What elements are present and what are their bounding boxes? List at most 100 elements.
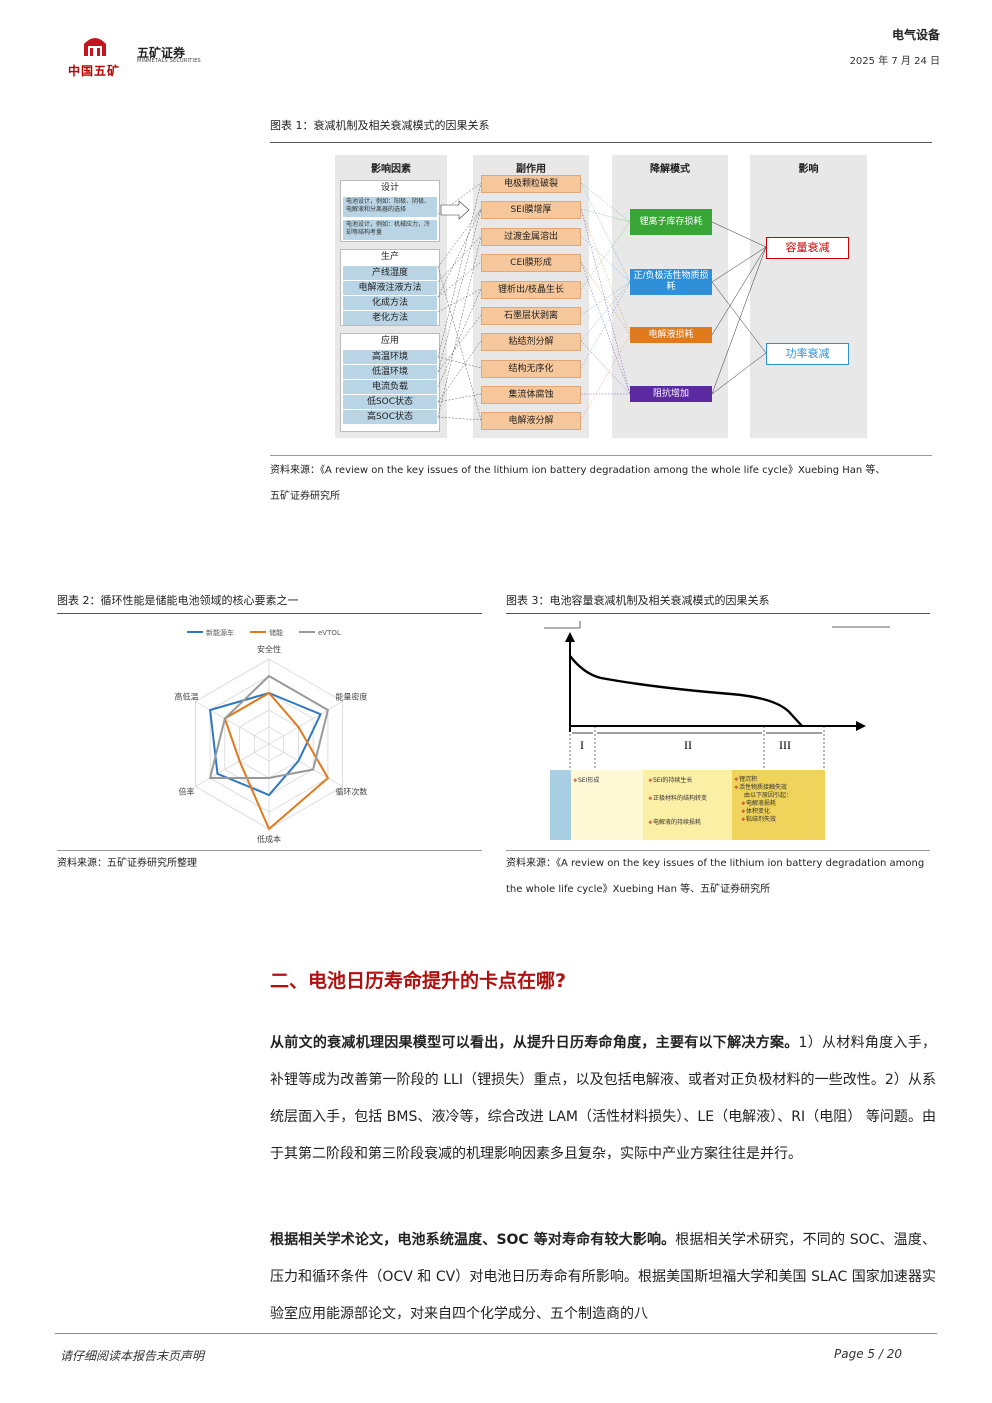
radar-series-2 xyxy=(208,674,330,779)
side-effect-10: 电解液分解 xyxy=(481,412,581,430)
mode-lli: 锂离子库存损耗 xyxy=(630,209,712,235)
radar-series-0 xyxy=(209,691,322,797)
stage3-item-5: 体积变化 xyxy=(746,807,770,815)
side-effect-7: 粘结剂分解 xyxy=(481,333,581,351)
radar-series-1 xyxy=(223,691,330,831)
factor-application-1: 高温环境 xyxy=(343,350,437,364)
factor-application-5: 高SOC状态 xyxy=(343,410,437,424)
stage-1-label: I xyxy=(580,738,584,752)
stage1-item-1: SEI形成 xyxy=(578,776,599,784)
radar-spoke xyxy=(195,743,270,787)
fig2-title: 图表 2：循环性能是储能电池领域的核心要素之一 xyxy=(57,594,299,607)
svg-text:❖: ❖ xyxy=(648,778,653,784)
col-head-side-effects: 副作用 xyxy=(516,164,546,175)
side-effect-6: 石墨层状剥离 xyxy=(481,307,581,325)
side-effect-9: 集流体腐蚀 xyxy=(481,386,581,404)
factor-design-2: 电池设计，例如：机械应力，冷却等结构考量 xyxy=(343,220,437,240)
svg-text:❖: ❖ xyxy=(734,777,739,783)
svg-text:❖: ❖ xyxy=(741,809,746,815)
footer-page-number: Page 5 / 20 xyxy=(834,1347,902,1361)
paragraph-2-body: 根据相关学术研究，不同的 SOC、温度、压力和循环条件（OCV 和 CV）对电池… xyxy=(270,1232,936,1322)
fig2-source: 资料来源：五矿证券研究所整理 xyxy=(57,858,197,869)
radar-series xyxy=(208,674,330,831)
svg-text:❖: ❖ xyxy=(741,801,746,807)
fig1-source-cont: 五矿证券研究所 xyxy=(270,491,340,502)
fig2-top-rule xyxy=(57,613,482,614)
impact-capacity-fade: 容量衰减 xyxy=(766,237,849,259)
fig3-top-rule xyxy=(506,613,930,614)
legend-label-0: 新能源车 xyxy=(206,628,234,637)
footer-disclaimer: 请仔细阅读本报告末页声明 xyxy=(60,1349,205,1363)
logo-en-text: MINMETALS SECURITIES xyxy=(137,58,201,64)
svg-text:❖: ❖ xyxy=(741,817,746,823)
col-head-impacts: 影响 xyxy=(798,164,819,175)
svg-text:❖: ❖ xyxy=(734,785,739,791)
group-design-title: 设计 xyxy=(380,183,399,193)
side-effect-8: 结构无序化 xyxy=(481,360,581,378)
col-head-factors: 影响因素 xyxy=(371,164,411,175)
radar-spoke xyxy=(268,743,343,787)
capacity-curve xyxy=(569,655,803,727)
radar-spoke xyxy=(268,701,343,745)
fig1-title: 图表 1：衰减机制及相关衰减模式的因果关系 xyxy=(270,119,490,132)
logo-cn-text: 中国五矿 xyxy=(68,64,121,78)
svg-text:❖: ❖ xyxy=(573,778,578,784)
factor-production-4: 老化方法 xyxy=(343,311,437,325)
paragraph-1: 从前文的衰减机理因果模型可以看出，从提升日历寿命角度，主要有以下解决方案。1）从… xyxy=(270,1025,936,1173)
side-effect-4: CEI膜形成 xyxy=(481,254,581,272)
mode-impedance-increase: 阻抗增加 xyxy=(630,386,712,402)
impact-panel xyxy=(750,155,867,438)
side-effect-1: 电极颗粒破裂 xyxy=(481,175,581,193)
radar-spoke xyxy=(195,701,270,745)
logo-sub-text: 五矿证券 xyxy=(137,46,186,60)
fig1-bottom-rule xyxy=(270,455,932,456)
fig3-source-cont: the whole life cycle》Xuebing Han 等、五矿证券研… xyxy=(506,884,771,895)
radar-axis-label: 能量密度 xyxy=(335,691,367,701)
group-design: 设计 电池设计，例如：阳极、阴极、电解液和分离器的选择 电池设计，例如：机械应力… xyxy=(340,180,440,242)
col-head-modes: 降解模式 xyxy=(650,164,690,175)
fig2-bottom-rule xyxy=(57,850,482,851)
group-production-title: 生产 xyxy=(380,252,399,262)
section-heading: 二、电池日历寿命提升的卡点在哪? xyxy=(270,970,567,992)
fig1-diagram: 影响因素 副作用 降解模式 影响 设计 电池设计，例如：阳极、阴极、电解液和分离… xyxy=(335,155,867,438)
group-production: 生产 产线湿度 电解液注液方法 化成方法 老化方法 xyxy=(340,249,440,326)
group-application-title: 应用 xyxy=(380,336,399,346)
paragraph-2-lead: 根据相关学术论文，电池系统温度、SOC 等对寿命有较大影响。 xyxy=(270,1232,676,1248)
radar-axis-label: 高低温 xyxy=(175,691,199,701)
group-application: 应用 高温环境 低温环境 电流负载 低SOC状态 高SOC状态 xyxy=(340,333,440,432)
mode-electrolyte-loss: 电解液损耗 xyxy=(630,327,712,343)
svg-text:❖: ❖ xyxy=(648,796,653,802)
radar-axis-label: 低成本 xyxy=(257,834,281,844)
mode-lam: 正/负极活性物质损耗 xyxy=(630,269,712,295)
stage3-item-1: 锂沉积 xyxy=(739,775,757,783)
paragraph-1-lead: 从前文的衰减机理因果模型可以看出，从提升日历寿命角度，主要有以下解决方案。 xyxy=(270,1035,799,1051)
paragraph-2: 根据相关学术论文，电池系统温度、SOC 等对寿命有较大影响。根据相关学术研究，不… xyxy=(270,1222,936,1333)
factor-application-4: 低SOC状态 xyxy=(343,395,437,409)
impact-power-fade: 功率衰减 xyxy=(766,343,849,365)
legend-label-2: eVTOL xyxy=(318,629,341,637)
stage3-item-3: 由以下原因引起： xyxy=(744,791,792,799)
fig1-top-rule xyxy=(270,142,932,143)
sector-label: 电气设备 xyxy=(891,28,940,42)
stage2-item-2: 正极材料的结构转变 xyxy=(653,794,707,802)
fig1-source: 资料来源：《A review on the key issues of the … xyxy=(270,465,886,476)
radar-axis-label: 循环次数 xyxy=(335,787,367,797)
fig3-source: 资料来源：《A review on the key issues of the … xyxy=(506,858,925,869)
factor-production-3: 化成方法 xyxy=(343,296,437,310)
radar-legend: 新能源车 储能 eVTOL xyxy=(187,628,341,637)
side-effect-3: 过渡金属溶出 xyxy=(481,228,581,246)
stage-3-label: III xyxy=(779,738,791,752)
legend-label-1: 储能 xyxy=(269,628,283,637)
fig3-capacity-diagram: I II III SEI形成 SEI的持续生长 正极材料的结构转变 电解液的持续… xyxy=(544,621,890,840)
stage2-item-1: SEI的持续生长 xyxy=(653,776,692,784)
radar-axis-label: 倍率 xyxy=(179,787,195,797)
factor-application-2: 低温环境 xyxy=(343,365,437,379)
factor-design-1: 电池设计，例如：阳极、阴极、电解液和分离器的选择 xyxy=(343,197,437,217)
footer-rule xyxy=(55,1333,937,1334)
fig3-title: 图表 3：电池容量衰减机制及相关衰减模式的因果关系 xyxy=(506,594,770,607)
stage-2-label: II xyxy=(684,738,692,752)
report-date: 2025 年 7 月 24 日 xyxy=(849,56,940,67)
paragraph-1-body: 1）从材料角度入手，补锂等成为改善第一阶段的 LLI（锂损失）重点，以及包括电解… xyxy=(270,1035,936,1162)
